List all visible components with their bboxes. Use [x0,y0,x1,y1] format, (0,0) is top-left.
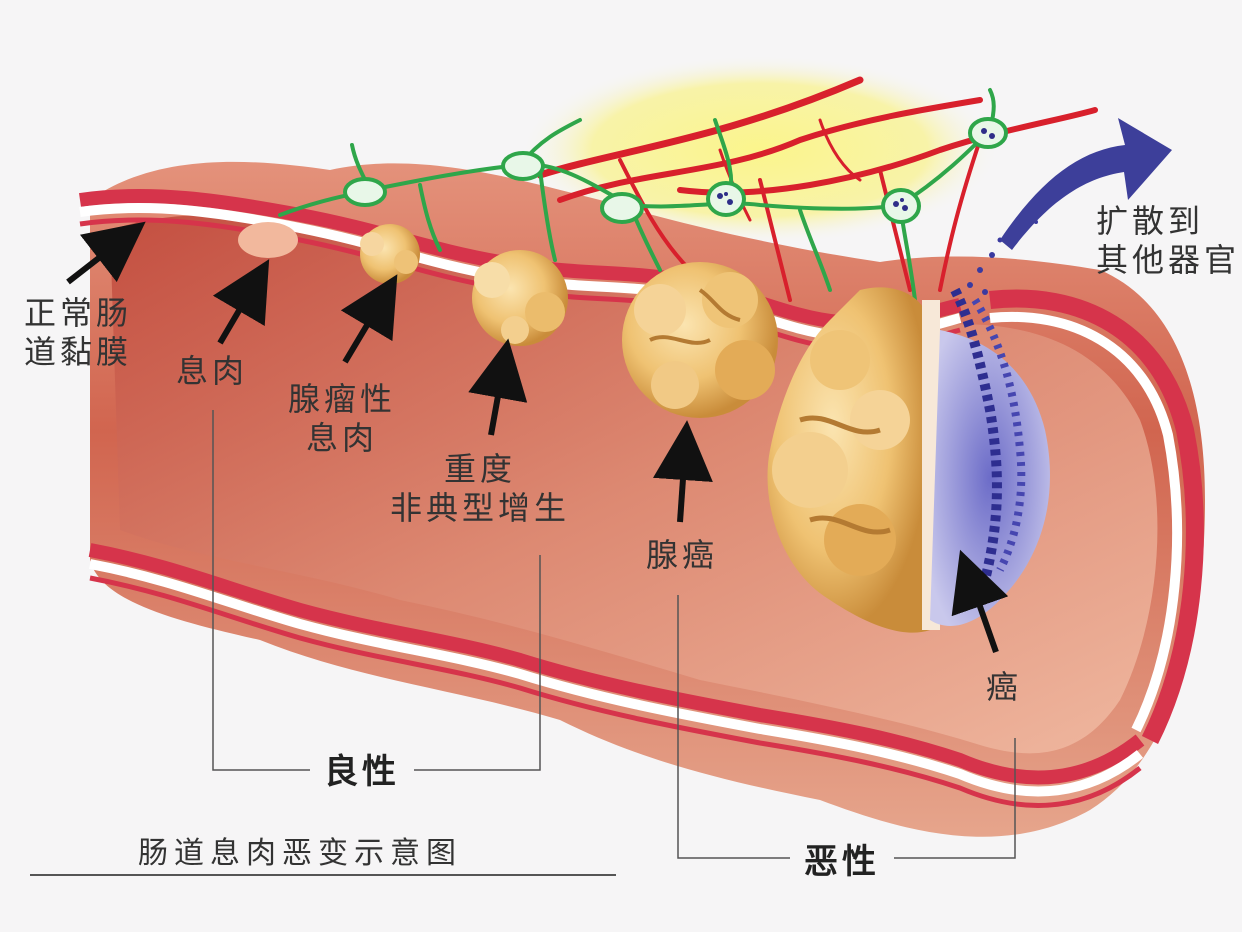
label-normal-mucosa: 正常肠 道黏膜 [24,294,132,372]
label-normal-mucosa-line1: 正常肠 [24,294,133,332]
spread-arrow [1000,118,1172,250]
label-cancer: 癌 [986,668,1023,706]
label-adenomatous-polyp: 腺瘤性 息肉 [288,380,396,458]
label-spread-line2: 其他器官 [1096,241,1241,280]
label-adenomatous-polyp-line2: 息肉 [306,419,379,458]
polyp-severe-dysplasia [472,250,568,346]
blood-vessels [536,76,1098,302]
polyp-small [238,222,298,258]
lymph-nodes [343,117,1008,224]
diagram-caption: 肠道息肉恶变示意图 [138,836,462,871]
label-adenocarcinoma: 腺癌 [646,536,719,574]
polyp-adenomatous [360,224,420,284]
mucosa-bottom-white [89,559,1144,797]
label-severe-dysplasia: 重度 非典型增生 [390,450,570,528]
label-normal-mucosa-line2: 道黏膜 [24,333,133,372]
colon-right-wall [989,289,1204,745]
label-severe-dysplasia-line2: 非典型增生 [390,489,571,528]
mucosa-bottom-red [88,543,1145,785]
group-label-malignant: 恶性 [790,834,894,883]
label-severe-dysplasia-line1: 重度 [444,450,517,488]
lymph-node-cells [717,128,995,211]
label-arrows [66,221,1009,653]
mucosa-bottom-red-2 [89,575,1142,808]
label-polyp: 息肉 [176,352,249,390]
group-label-benign: 良性 [310,744,414,793]
label-adenomatous-polyp-line1: 腺瘤性 [288,380,397,418]
tumor-invasive [767,287,930,633]
colon-right-wall-white [989,311,1183,733]
label-spread: 扩散到 其他器官 [1096,202,1240,280]
tumor-adenocarcinoma [622,262,778,418]
caption-rule [30,874,616,876]
label-spread-line1: 扩散到 [1096,202,1205,240]
